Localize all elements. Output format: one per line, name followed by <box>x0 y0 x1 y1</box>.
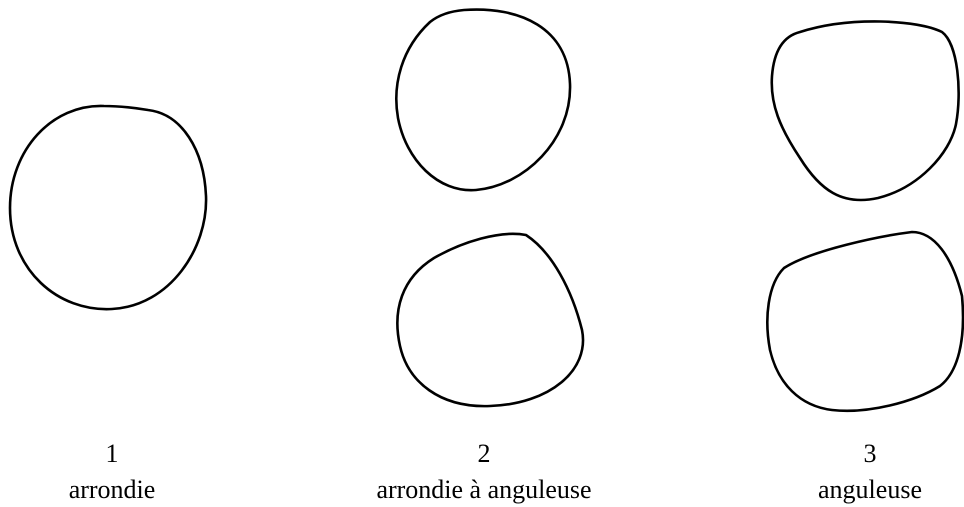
grain-outline-angular-bottom <box>767 232 963 411</box>
category-2-name: arrondie à anguleuse <box>354 476 614 504</box>
category-3-number: 3 <box>740 440 964 468</box>
category-2-number: 2 <box>354 440 614 468</box>
grain-outline-rounded <box>10 106 206 309</box>
grain-outline-subrounded-top <box>396 10 570 191</box>
category-1-name: arrondie <box>0 476 242 504</box>
category-3-name: anguleuse <box>740 476 964 504</box>
grain-outline-angular-top <box>772 21 959 200</box>
category-1-number: 1 <box>0 440 242 468</box>
grain-outline-subrounded-bottom <box>397 234 583 406</box>
